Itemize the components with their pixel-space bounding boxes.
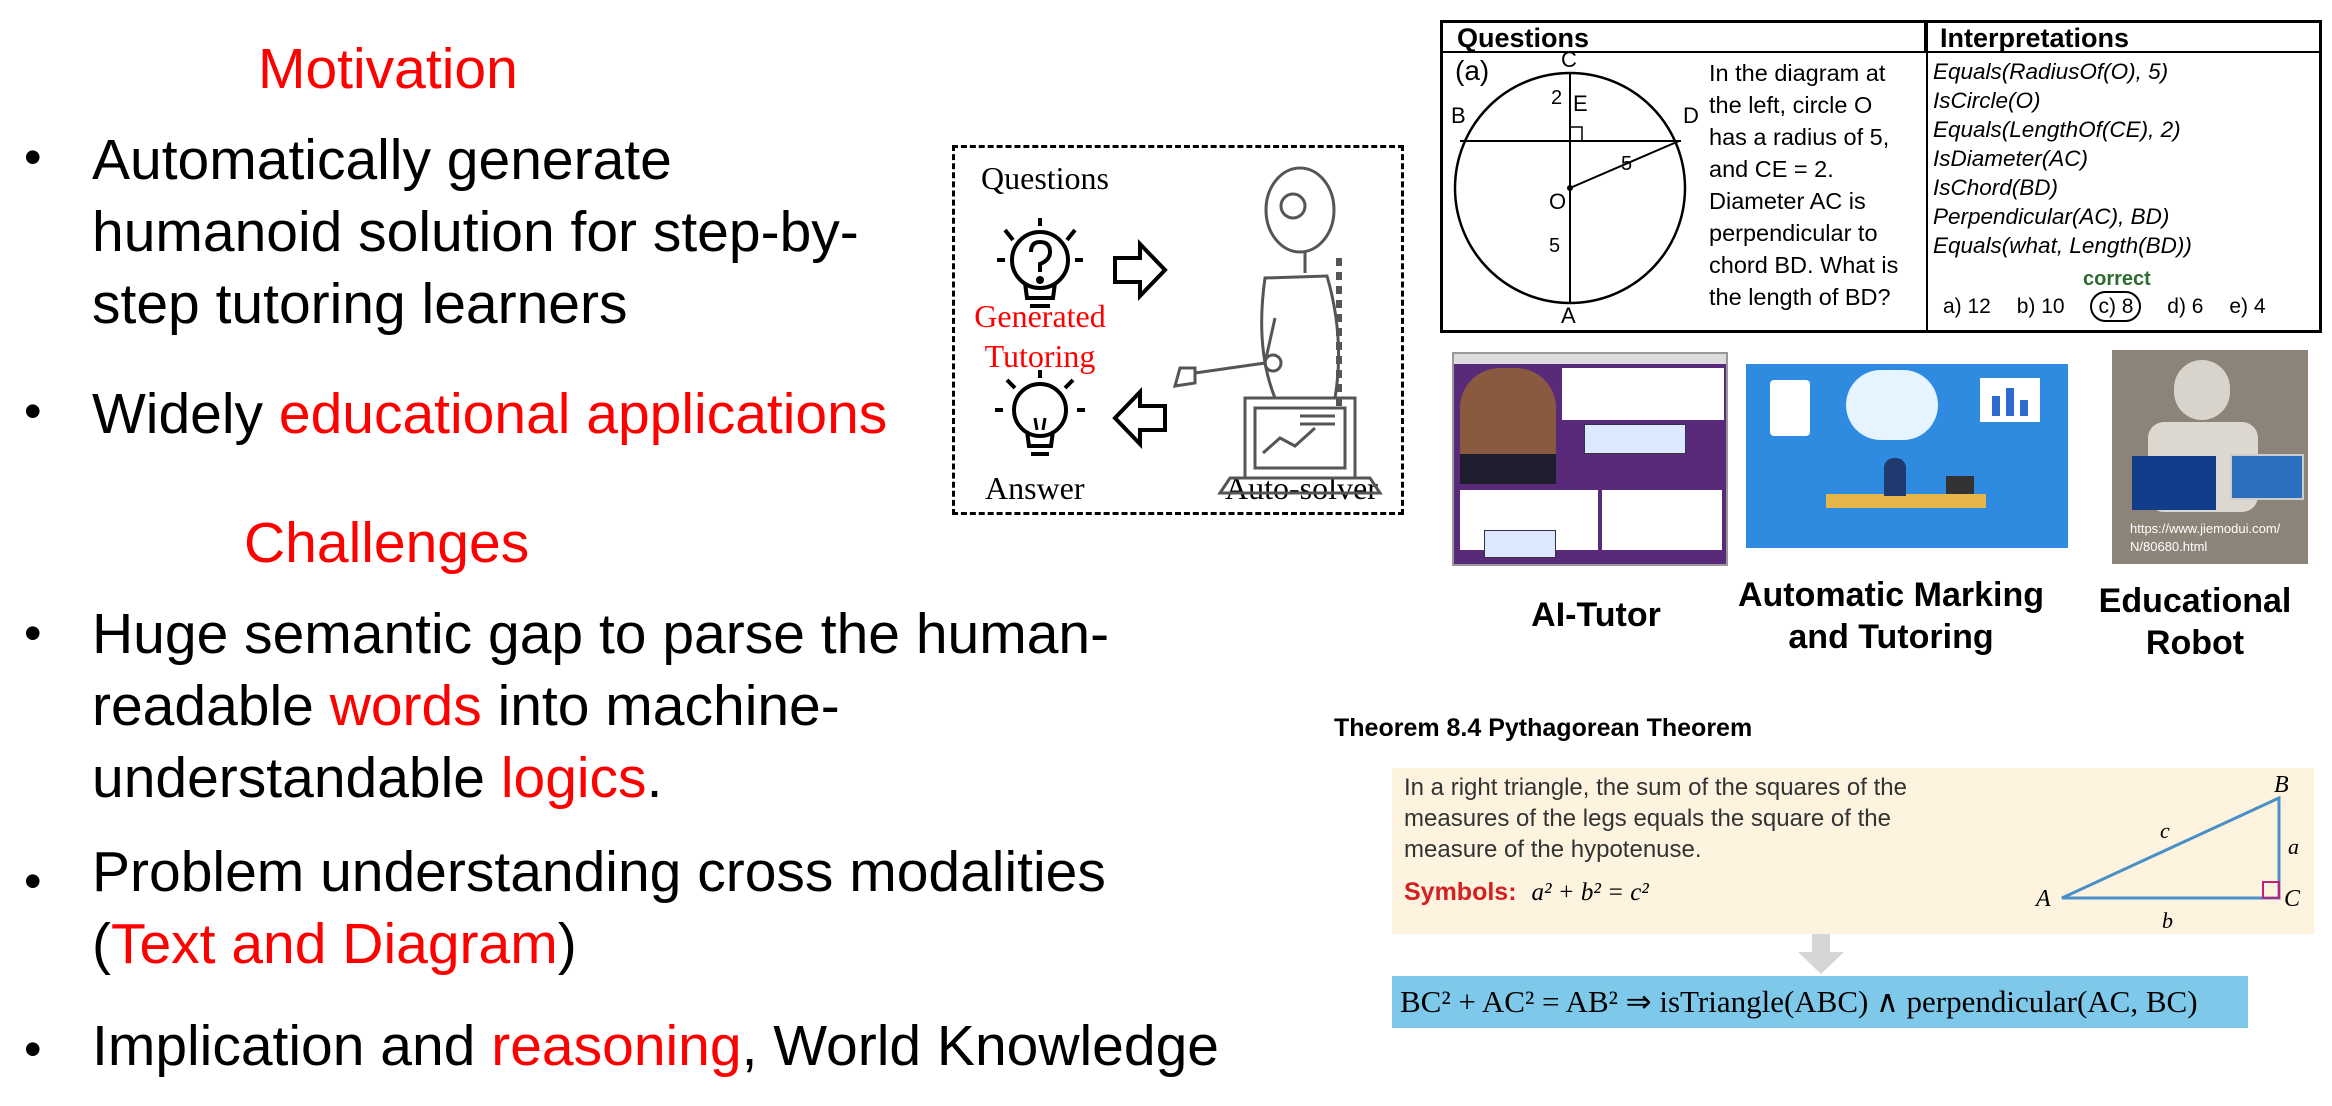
- challenges-heading: Challenges: [244, 511, 530, 575]
- bullet-marker: •: [24, 383, 42, 439]
- vertex-a-label: A: [2036, 886, 2051, 912]
- bullet-marker: •: [24, 853, 42, 909]
- laptop-icon: [1217, 396, 1383, 495]
- motivation-bullet-2: Widely educational applications: [92, 382, 888, 446]
- right-triangle-diagram: [2061, 795, 2281, 900]
- symbols-row: Symbols: a² + b² = c²: [1404, 878, 1649, 906]
- auto-solver-label: Auto-solver: [1225, 470, 1378, 506]
- side-a-label: a: [2288, 834, 2299, 859]
- history-bubble: [1484, 530, 1556, 558]
- point-c-label: C: [1561, 47, 1577, 72]
- correct-label: correct: [2083, 268, 2151, 290]
- point-a-label: A: [1561, 303, 1576, 328]
- correct-choice: c) 8: [2090, 291, 2142, 322]
- motivation-heading: Motivation: [258, 37, 518, 101]
- questions-column-header: Questions: [1443, 23, 1926, 53]
- theorem-title: Theorem 8.4 Pythagorean Theorem: [1334, 714, 1753, 742]
- point-e-label: E: [1573, 91, 1588, 116]
- educational-robot-image: https://www.jiemodui.com/ N/80680.html: [2112, 350, 2308, 564]
- circle-diagram: [1453, 71, 1687, 305]
- phone-icon: [1770, 380, 1810, 436]
- column-divider: [1926, 23, 1928, 330]
- challenges-bullet-2: Problem understanding cross modalities (…: [92, 840, 1106, 976]
- robot-source-url: https://www.jiemodui.com/ N/80680.html: [2130, 521, 2281, 554]
- educational-robot-label: Educational Robot: [2098, 582, 2292, 662]
- vertex-b-label: B: [2274, 772, 2289, 798]
- person-figure: [1884, 458, 1906, 496]
- questions-label: Questions: [981, 160, 1109, 196]
- marking-tutoring-label: Automatic Marking and Tutoring: [1737, 576, 2045, 656]
- side-b-label: b: [2162, 908, 2173, 933]
- ai-tutor-label: AI-Tutor: [1531, 596, 1661, 634]
- challenges-bullet-1: Huge semantic gap to parse the human- re…: [92, 602, 1110, 810]
- bullet-marker: •: [24, 129, 42, 185]
- bullet-marker: •: [24, 605, 42, 661]
- logic-formula: BC² + AC² = AB² ⇒ isTriangle(ABC) ∧ perp…: [1392, 976, 2248, 1028]
- question-bulb-icon: [997, 218, 1083, 308]
- challenges-bullet-3: Implication and reasoning, World Knowled…: [92, 1014, 1219, 1078]
- question-text: In the diagram at the left, circle O has…: [1709, 60, 1899, 310]
- avatar-shoulders: [1460, 454, 1556, 484]
- avatar: [1460, 368, 1556, 468]
- marking-tutoring-image: [1746, 364, 2068, 548]
- arrow-right-icon: [1113, 239, 1168, 301]
- theorem-statement: In a right triangle, the sum of the squa…: [1404, 774, 1907, 863]
- bullet-marker: •: [24, 1021, 42, 1077]
- toolbar-strip: [1454, 354, 1726, 364]
- theorem-box: In a right triangle, the sum of the squa…: [1392, 768, 2314, 934]
- interpretation-list: Equals(RadiusOf(O), 5) IsCircle(O) Equal…: [1933, 59, 2192, 258]
- arrow-left-icon: [1112, 387, 1167, 449]
- thought-bubble: [1846, 370, 1938, 440]
- length-ce-label: 2: [1551, 87, 1563, 109]
- robot-icon: [1172, 166, 1342, 408]
- answer-choices: a) 12 b) 10 c) 8 d) 6 e) 4: [1943, 291, 2266, 322]
- motivation-bullet-1: Automatically generate humanoid solution…: [92, 128, 859, 336]
- input-panel: [1602, 490, 1722, 550]
- down-arrow-icon: [1798, 934, 1844, 974]
- robot-screen: [2132, 456, 2216, 510]
- presentation-bubble: [1584, 424, 1686, 454]
- point-o-label: O: [1549, 189, 1567, 214]
- side-c-label: c: [2160, 818, 2170, 843]
- point-d-label: D: [1683, 103, 1699, 128]
- highlight-text: educational applications: [278, 382, 888, 446]
- radius-label: 5: [1549, 235, 1561, 257]
- vertex-c-label: C: [2284, 886, 2301, 912]
- radius-label: 5: [1621, 153, 1633, 175]
- robot-head: [2174, 360, 2230, 420]
- answer-label: Answer: [985, 470, 1085, 506]
- desk: [1826, 494, 1986, 508]
- tutoring-flow-diagram: Questions Generated Tutoring Answer Auto…: [952, 145, 1404, 515]
- printer-icon: [1946, 476, 1974, 494]
- chart-card: [1980, 378, 2040, 422]
- ai-tutor-image: [1452, 352, 1728, 566]
- question-label: (a): [1455, 55, 1490, 86]
- side-screen: [2230, 454, 2304, 500]
- flow-drawing: [995, 166, 1383, 495]
- interpretations-column-header: Interpretations: [1926, 23, 2319, 53]
- question-panel: [1562, 368, 1724, 420]
- question-interpretation-table: Questions Interpretations (a) C B D E O …: [1440, 20, 2322, 333]
- point-b-label: B: [1451, 103, 1466, 128]
- answer-bulb-icon: [995, 370, 1085, 456]
